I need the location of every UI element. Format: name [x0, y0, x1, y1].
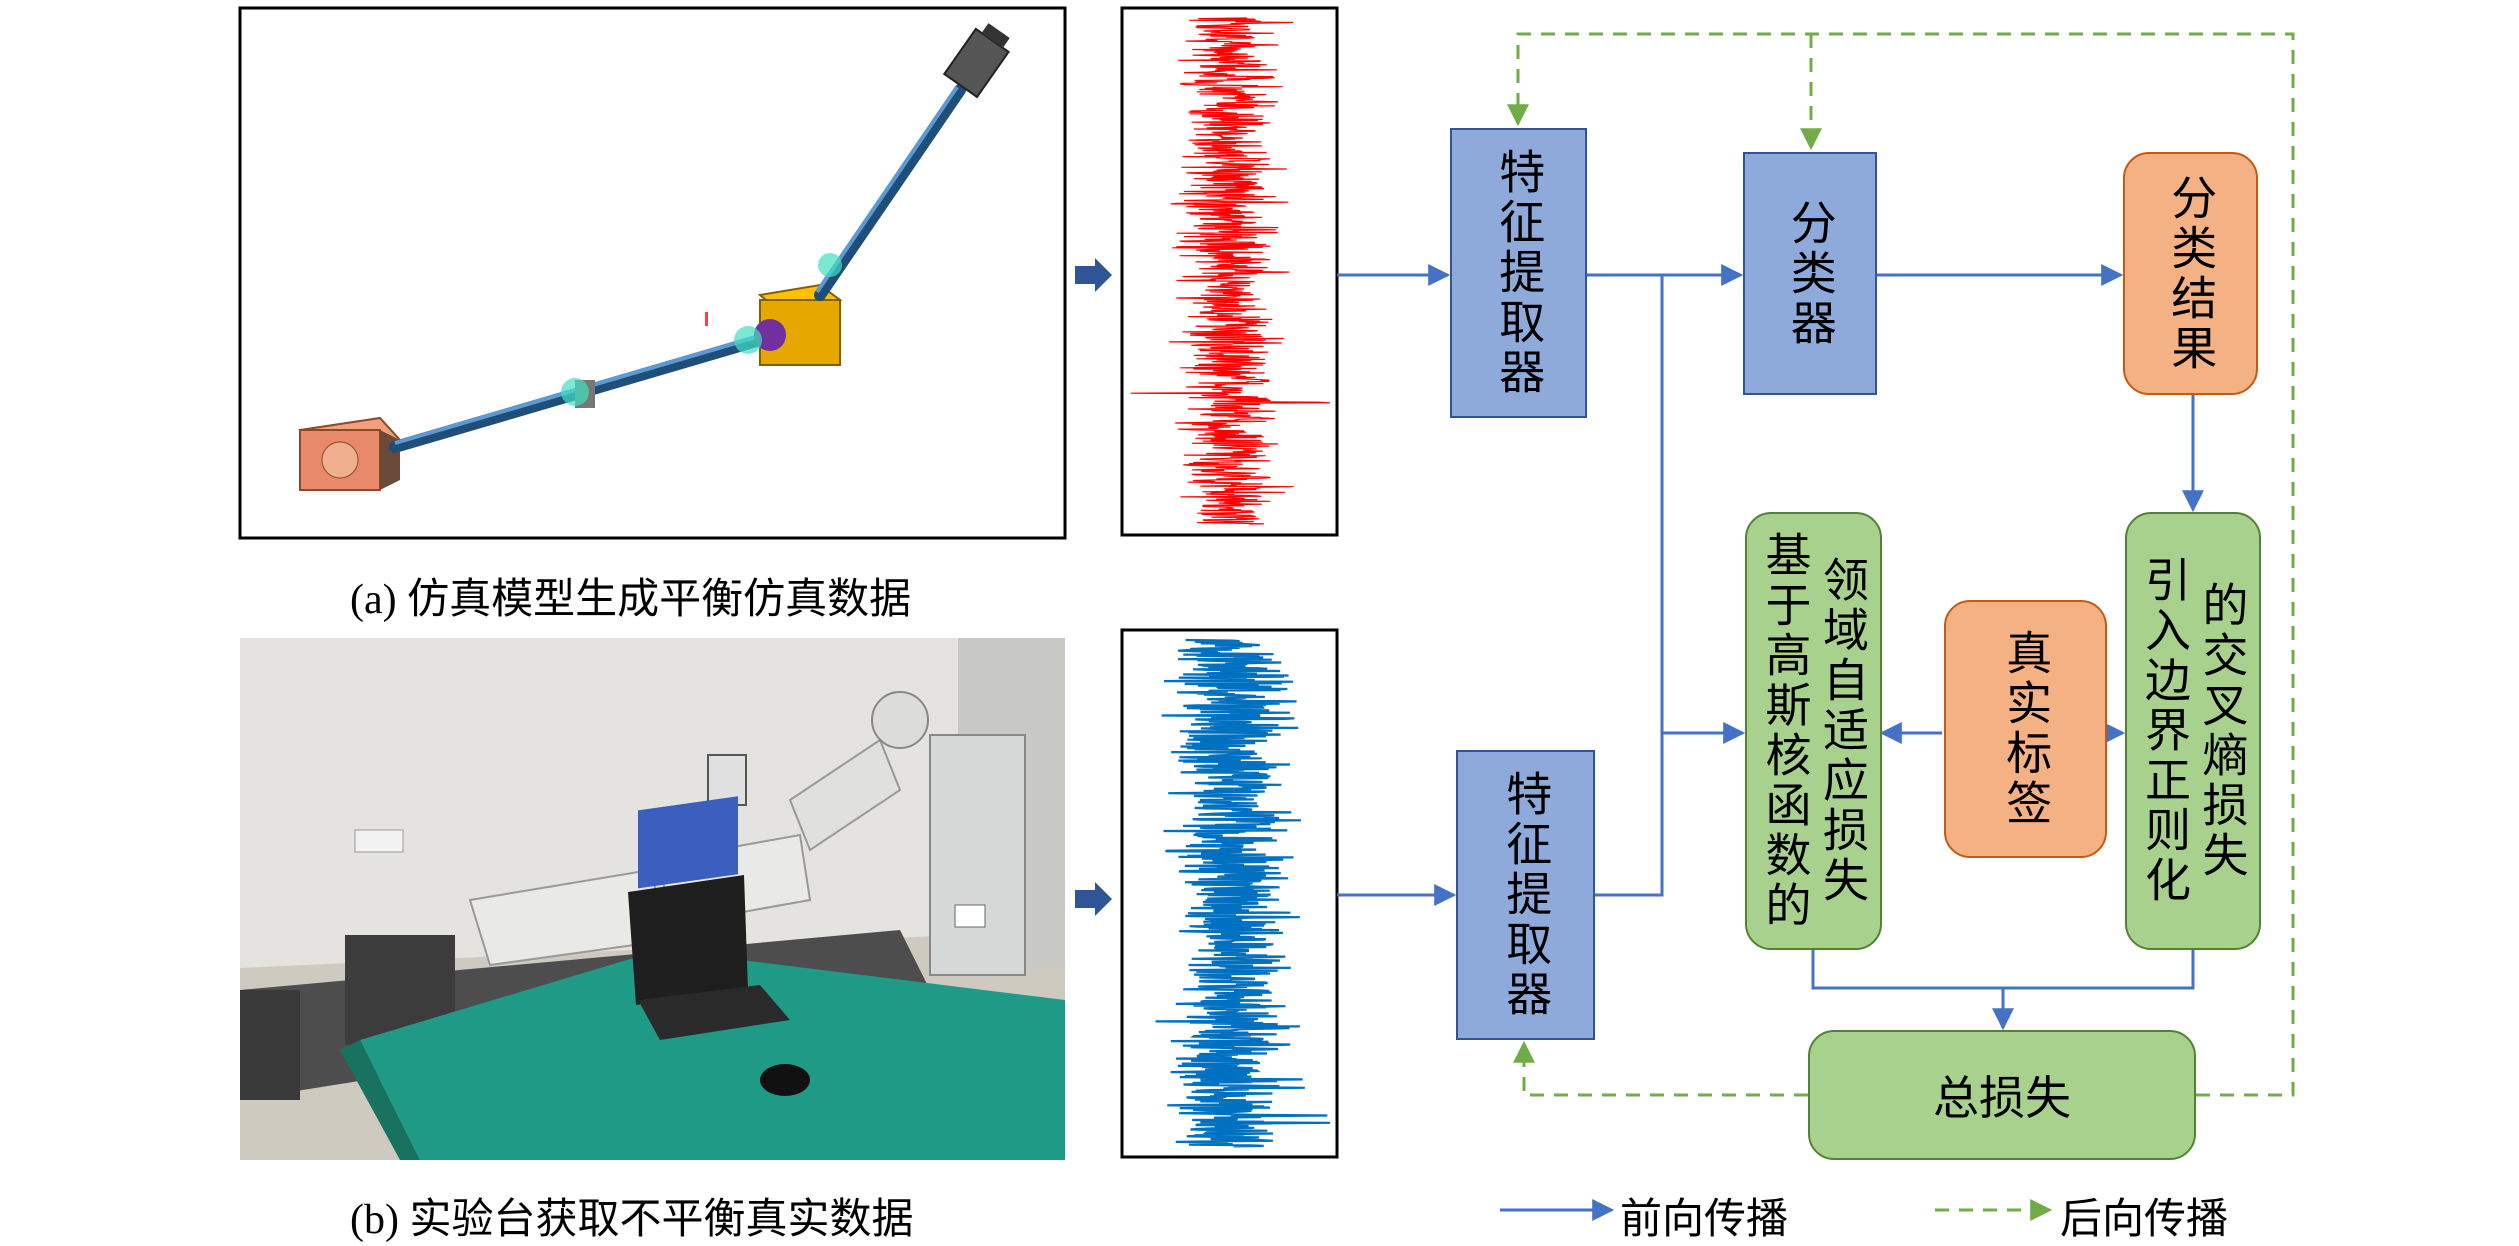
- backprop-loop: [1507, 32, 2295, 1097]
- true-label-text: 真实标签: [1999, 629, 2054, 829]
- sim-signal-waveform: [1130, 17, 1331, 525]
- classifier-label: 分类器: [1783, 198, 1838, 349]
- classification-result-box: 分类结果: [2123, 152, 2258, 395]
- legend-backward-label: 后向传播: [2060, 1194, 2229, 1243]
- backward-arrows: [1507, 32, 2295, 1097]
- line-extractor-top-branch: [1595, 275, 1664, 897]
- domain-adaptation-loss-box: 基于高斯核函数的 领域自适应损失: [1745, 512, 1882, 950]
- domain-adaptation-loss-label-2: 领域自适应损失: [1816, 556, 1870, 906]
- feature-extractor-top-box: 特征提取器: [1450, 128, 1587, 418]
- real-signal-waveform: [1155, 638, 1331, 1148]
- caption-experiment: (b) 实验台获取不平衡真实数据: [350, 1197, 914, 1243]
- feature-extractor-bottom-label: 特征提取器: [1499, 770, 1554, 1020]
- waveform-trace: [1155, 638, 1331, 1148]
- total-loss-label: 总损失: [1933, 1071, 2071, 1125]
- arrow-real-to-signal: [1075, 882, 1112, 916]
- domain-adaptation-loss-label-1: 基于高斯核函数的: [1758, 531, 1813, 931]
- classifier-box: 分类器: [1743, 152, 1877, 395]
- cross-entropy-loss-box: 引入边界正则化 的交叉熵损失: [2125, 512, 2261, 950]
- arrow-sim-to-signal: [1075, 258, 1112, 292]
- backprop-to-extractor-bottom: [1513, 1040, 1808, 1097]
- waveform-trace: [1130, 17, 1331, 525]
- feature-extractor-bottom-box: 特征提取器: [1456, 750, 1595, 1040]
- experiment-bench-photo: [240, 638, 1065, 1160]
- simulation-model-image: [238, 6, 1067, 540]
- cross-entropy-loss-label-2: 的交叉熵损失: [2195, 581, 2250, 881]
- legend-forward-label: 前向传播: [1620, 1194, 1789, 1243]
- total-loss-box: 总损失: [1808, 1030, 2196, 1160]
- cross-entropy-loss-label-1: 引入边界正则化: [2138, 556, 2192, 906]
- line-losses-merge: [1811, 950, 2195, 990]
- true-label-box: 真实标签: [1944, 600, 2107, 858]
- classification-result-label: 分类结果: [2164, 173, 2219, 374]
- feature-extractor-top-label: 特征提取器: [1492, 148, 1547, 398]
- caption-simulation: (a) 仿真模型生成平衡仿真数据: [350, 577, 912, 623]
- forward-arrows: [1337, 264, 2204, 1031]
